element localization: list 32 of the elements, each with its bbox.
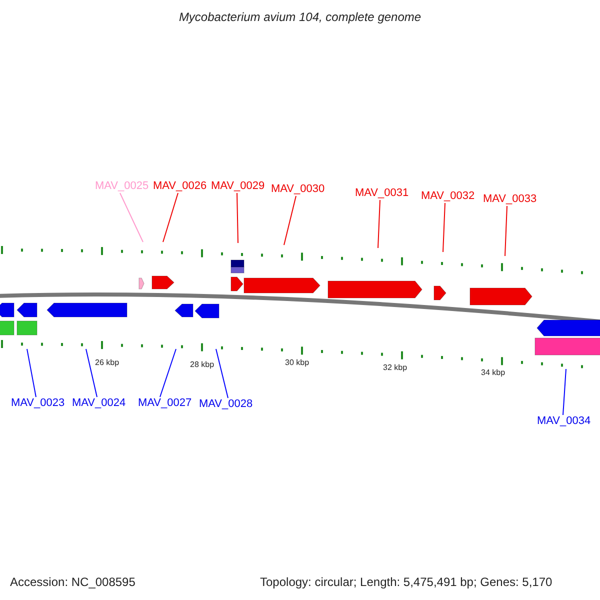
footer-text: Accession: NC_008595 <box>10 576 136 588</box>
gene-label: MAV_0029 <box>211 181 265 192</box>
gene-label: MAV_0025 <box>95 181 149 192</box>
gene-label: MAV_0028 <box>199 399 253 410</box>
gene-label: MAV_0023 <box>11 398 65 409</box>
leader-line <box>442 202 446 252</box>
gene-label: MAV_0033 <box>483 194 537 205</box>
leader-line <box>216 348 228 398</box>
leader-line <box>284 196 296 246</box>
scale-label: 26 kbp <box>95 359 120 367</box>
leader-line <box>236 192 238 244</box>
title: Mycobacterium avium 104, complete genome <box>178 11 422 23</box>
leader-line <box>504 206 508 256</box>
scale-label: 34 kbp <box>481 369 506 377</box>
scale-label: 28 kbp <box>190 361 214 369</box>
gene-label: MAV_0024 <box>72 398 126 409</box>
scale-label: 30 kbp <box>285 359 310 367</box>
leader-line <box>160 348 176 398</box>
scale-label: 32 kbp <box>383 364 408 372</box>
gene-label: MAV_0031 <box>355 188 409 199</box>
gene-label: MAV_0034 <box>537 416 591 427</box>
footer-text: Topology: circular; Length: 5,475,491 bp; Genes: 5,170 <box>260 576 552 588</box>
leader-line <box>120 192 144 242</box>
gene-label: MAV_0027 <box>138 398 192 409</box>
gene-label: MAV_0026 <box>153 181 207 192</box>
leader-line <box>562 368 566 416</box>
leader-line <box>162 192 178 242</box>
leader-line <box>378 200 380 248</box>
leader-line <box>26 348 36 398</box>
gene-label: MAV_0030 <box>271 184 325 195</box>
gene-label: MAV_0032 <box>421 191 475 202</box>
leader-line <box>86 348 98 398</box>
